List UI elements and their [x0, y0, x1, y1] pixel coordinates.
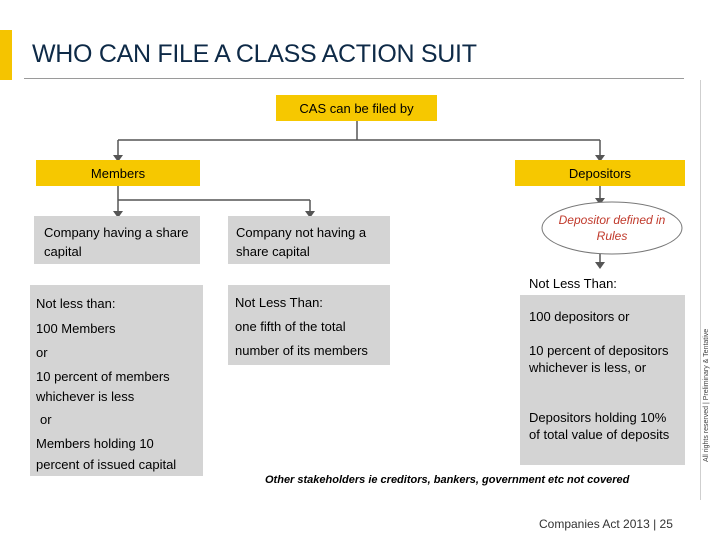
members-criteria-or2: or: [40, 412, 52, 427]
nonshare-criteria-line1: one fifth of the total: [235, 319, 346, 334]
members-criteria-box: Not less than: 100 Members or 10 percent…: [30, 285, 203, 476]
members-criteria-or1: or: [36, 345, 48, 360]
depositor-criteria-box: 100 depositors or 10 percent of deposito…: [520, 295, 685, 465]
root-box: CAS can be filed by: [276, 95, 437, 121]
members-box: Members: [36, 160, 200, 186]
arrow-to-company-nonshare: [305, 211, 315, 218]
members-criteria-heading: Not less than:: [36, 296, 116, 311]
depositor-defined-oval: [541, 201, 683, 255]
company-nonshare-capital-label: Company not having a share capital: [236, 225, 367, 259]
side-note: All rights reserved | Preliminary & Tent…: [703, 328, 710, 462]
arrow-to-depositors: [595, 155, 605, 162]
members-criteria-line1: 100 Members: [36, 321, 116, 336]
root-label: CAS can be filed by: [299, 100, 414, 116]
title-accent-bar: [0, 30, 12, 80]
depositors-label: Depositors: [568, 165, 632, 181]
arrow-to-company-share: [113, 211, 123, 218]
company-nonshare-capital-box: Company not having a share capital: [228, 216, 390, 264]
company-share-capital-label: Company having a share capital: [44, 225, 189, 259]
depositor-criteria-line2: 10 percent of depositors whichever is le…: [529, 343, 669, 375]
members-criteria-line2: 10 percent of members whichever is less: [36, 369, 170, 404]
depositors-box: Depositors: [515, 160, 685, 186]
title-divider: [24, 78, 684, 79]
footer-page-number: Companies Act 2013 | 25: [539, 517, 673, 531]
depositor-defined-label: Depositor defined in Rules: [558, 213, 666, 243]
depositor-criteria-line1: 100 depositors or: [529, 309, 630, 324]
arrow-to-members: [113, 155, 123, 162]
arrow-to-depositor-defined: [595, 198, 605, 205]
company-share-capital-box: Company having a share capital: [34, 216, 200, 264]
nonshare-criteria-heading: Not Less Than:: [235, 295, 323, 310]
arrow-to-depositor-criteria: [595, 262, 605, 269]
other-stakeholders-note: Other stakeholders ie creditors, bankers…: [265, 474, 630, 486]
members-label: Members: [90, 165, 146, 181]
members-criteria-line3: Members holding 10 percent of issued cap…: [36, 436, 177, 472]
page-title: WHO CAN FILE A CLASS ACTION SUIT: [32, 40, 477, 68]
depositor-criteria-heading: Not Less Than:: [529, 276, 617, 291]
side-divider: [700, 80, 701, 500]
depositor-criteria-line3: Depositors holding 10% of total value of…: [529, 410, 670, 442]
nonshare-criteria-box: Not Less Than: one fifth of the total nu…: [228, 285, 390, 365]
nonshare-criteria-line2: number of its members: [235, 343, 368, 358]
